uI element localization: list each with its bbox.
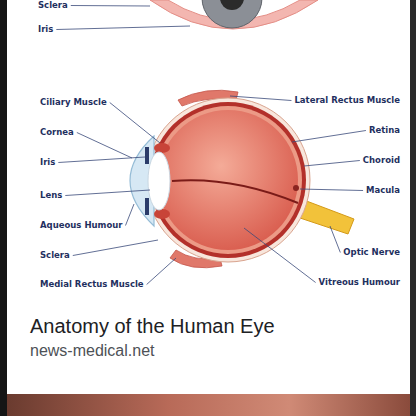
leader-line [244,228,316,283]
leader-line [77,133,132,159]
part-label: Macula [366,185,400,196]
leader-line [292,131,366,143]
leader-line [71,5,150,7]
choroid [150,102,306,258]
leader-line [330,226,340,253]
blood-vessel [172,180,298,203]
frame-edge [410,0,416,416]
retina [154,106,302,254]
part-label: Iris [40,157,55,168]
part-label: Medial Rectus Muscle [40,279,144,290]
part-label: Aqueous Humour [40,220,123,231]
part-label: Lens [40,190,62,201]
page-title: Anatomy of the Human Eye [30,314,275,338]
part-label: Choroid [363,155,400,166]
part-label: Iris [38,24,53,35]
part-label: Optic Nerve [343,247,400,258]
vitreous-humour [158,110,298,250]
part-label: Retina [369,125,400,136]
part-label: Lateral Rectus Muscle [294,95,400,106]
iris-front [202,0,262,28]
iris [145,147,149,164]
next-image-strip [7,394,410,416]
leader-line [110,103,160,144]
lens [148,152,170,210]
sclera [146,98,310,262]
leader-line [65,190,150,196]
leader-line [230,96,291,101]
leader-line [300,189,363,191]
part-label: Vitreous Humour [319,277,400,288]
part-label: Ciliary Muscle [40,97,107,108]
ciliary-muscle [154,209,170,219]
ciliary-muscle [154,143,170,153]
source-caption: news-medical.net [30,341,155,361]
part-label: Sclera [40,250,70,261]
pupil [220,0,244,10]
leader-line [126,204,135,226]
leader-line [73,240,158,256]
macula [293,185,299,191]
frame-edge [0,0,7,416]
part-label: Sclera [38,0,68,11]
leader-line [58,157,145,163]
leader-line [304,161,360,167]
iris [145,198,149,215]
leader-line [147,258,176,285]
part-label: Cornea [40,127,74,138]
leader-line [56,26,190,30]
